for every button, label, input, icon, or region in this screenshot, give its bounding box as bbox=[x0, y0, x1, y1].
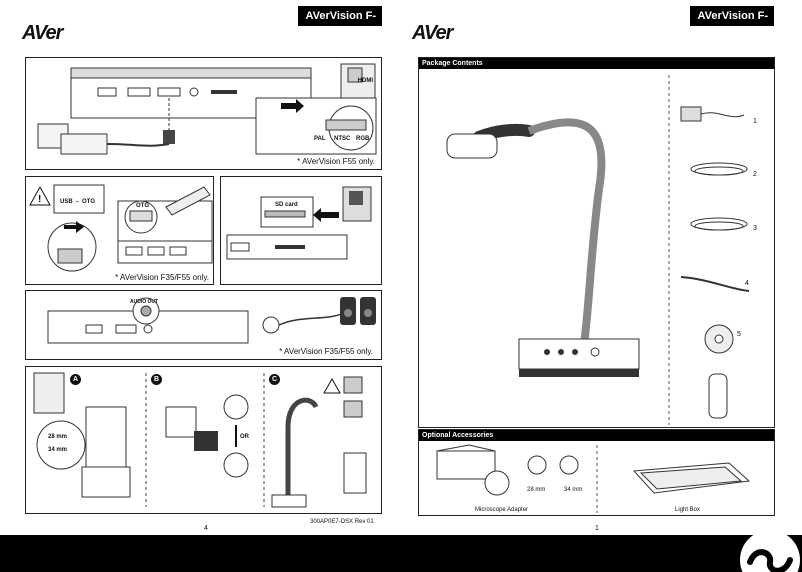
step-a-badge: A bbox=[70, 374, 81, 385]
optional-accessories-panel: Optional Accessories 28 mm 34 mm Microsc… bbox=[418, 429, 775, 516]
usb-otg-label: USB ⇔ OTG bbox=[60, 199, 96, 205]
microscope-steps-illustration bbox=[33, 372, 367, 508]
hdmi-label: HDMI bbox=[357, 78, 373, 84]
size-28-label: 28 mm bbox=[48, 434, 68, 440]
step-c-badge: C bbox=[269, 374, 280, 385]
package-contents-panel: Package Contents 1 2 3 4 5 bbox=[418, 57, 775, 428]
package-contents-heading: Package Contents bbox=[419, 58, 774, 69]
panel-audio-out: AUDIO OUT * AVerVision F35/F55 only. bbox=[25, 290, 382, 360]
optional-accessories-heading: Optional Accessories bbox=[419, 430, 774, 441]
aver-logo-right: AVer bbox=[412, 22, 453, 44]
left-page-number: 4 bbox=[204, 525, 208, 532]
accessories-illustration bbox=[436, 444, 751, 513]
svg-text:!: ! bbox=[38, 194, 41, 205]
or-label: OR bbox=[240, 434, 249, 440]
item-2-label: 2 bbox=[753, 171, 757, 178]
right-page-number: 1 bbox=[595, 525, 599, 532]
item-5-label: 5 bbox=[737, 331, 741, 338]
pal-label: PAL bbox=[314, 136, 326, 142]
series-tag-right: AVerVision F-series bbox=[690, 6, 774, 42]
panel-usb-otg: ! USB ⇔ OTG OTG * AVerVision F35/F55 onl… bbox=[25, 176, 214, 285]
hdmi-connection-illustration bbox=[37, 63, 377, 155]
audio-out-label: AUDIO OUT bbox=[130, 299, 159, 305]
vga-label: RGB bbox=[356, 136, 370, 142]
accessory-size-28: 28 mm bbox=[527, 487, 546, 493]
bottom-band bbox=[0, 535, 802, 572]
microscope-adapter-label: Microscope Adapter bbox=[475, 507, 529, 513]
light-box-label: Light Box bbox=[675, 507, 701, 513]
otg-label: OTG bbox=[136, 203, 149, 209]
doc-code: 300AP0E7-DSX Rev 01 bbox=[310, 519, 374, 525]
step-b-badge: B bbox=[151, 374, 162, 385]
series-tag: AVerVision F-series bbox=[298, 6, 382, 42]
usb-otg-illustration: ! bbox=[29, 184, 213, 272]
panel4-note: * AVerVision F35/F55 only. bbox=[279, 347, 373, 356]
panel-microscope-steps: A B C 28 mm 34 mm OR bbox=[25, 366, 382, 514]
item-3-label: 3 bbox=[753, 225, 757, 232]
ntsc-label: NTSC bbox=[334, 136, 351, 142]
panel2-note: * AVerVision F35/F55 only. bbox=[115, 273, 209, 282]
panel-sd-card: SD card bbox=[220, 176, 382, 285]
sd-card-illustration bbox=[226, 186, 372, 260]
size-34-label: 34 mm bbox=[48, 447, 68, 453]
accessory-size-34: 34 mm bbox=[564, 487, 583, 493]
aver-logo: AVer bbox=[22, 22, 63, 44]
sd-card-label: SD card bbox=[275, 202, 298, 208]
document-camera-illustration bbox=[446, 75, 750, 425]
audio-out-illustration bbox=[47, 297, 376, 344]
item-1-label: 1 bbox=[753, 118, 757, 125]
item-4-label: 4 bbox=[745, 280, 749, 287]
swirl-icon bbox=[740, 530, 800, 572]
panel-hdmi-output: HDMI PAL NTSC RGB * AVerVision F55 only. bbox=[25, 57, 382, 170]
panel1-note: * AVerVision F55 only. bbox=[297, 157, 375, 166]
